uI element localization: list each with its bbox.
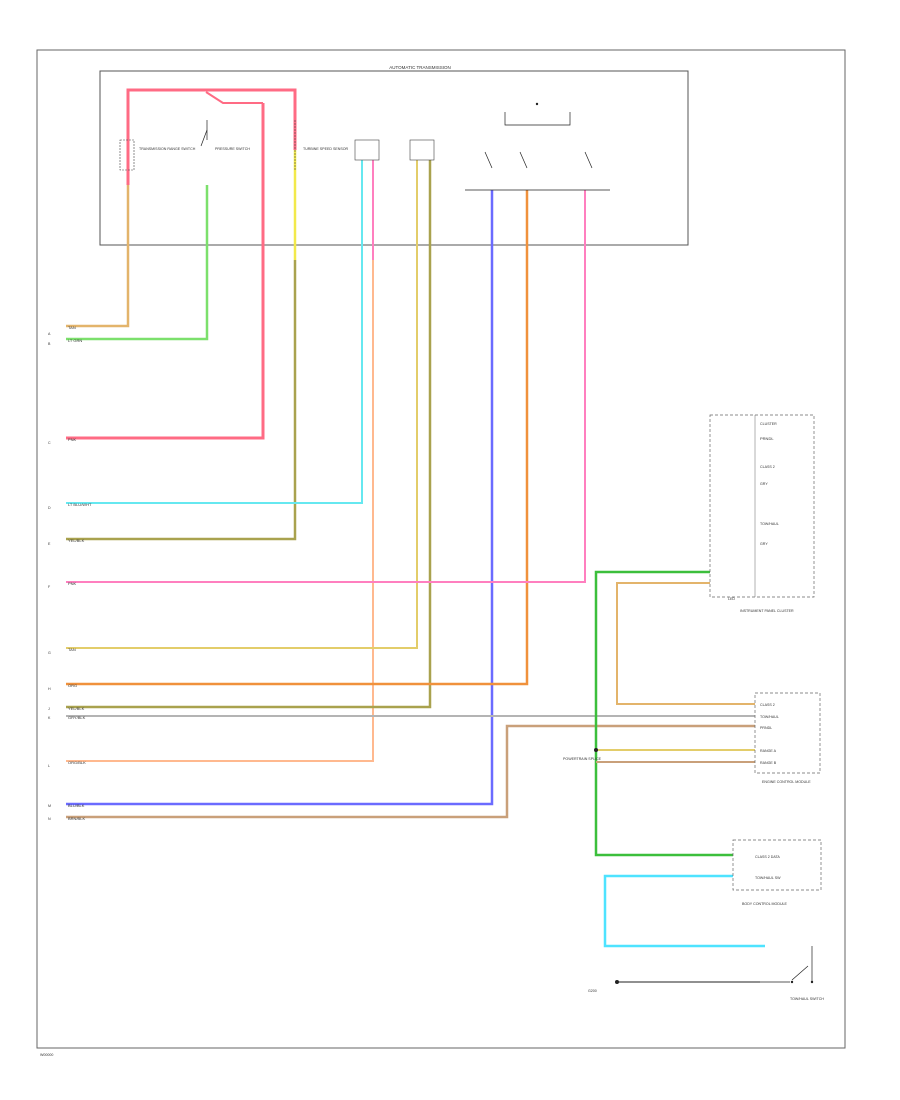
wire-label-yel-blk: YEL/BLK bbox=[68, 706, 85, 711]
svg-text:K: K bbox=[48, 716, 51, 720]
wire-label-tan: TAN bbox=[68, 325, 76, 330]
svg-text:RANGE A: RANGE A bbox=[760, 749, 777, 753]
svg-text:N: N bbox=[48, 817, 51, 821]
bcm-label: BODY CONTROL MODULE bbox=[742, 902, 788, 906]
svg-text:A: A bbox=[48, 332, 51, 336]
speed-sensor: TURBINE SPEED SENSOR bbox=[294, 120, 349, 170]
pressure-switch-label: PRESSURE SWITCH bbox=[215, 147, 250, 151]
mode-switch-assembly bbox=[465, 102, 610, 191]
svg-text:C: C bbox=[48, 441, 51, 445]
solenoid-pair-1 bbox=[354, 139, 380, 161]
svg-text:CLASS 2 DATA: CLASS 2 DATA bbox=[755, 855, 780, 859]
svg-text:CLASS 2: CLASS 2 bbox=[760, 703, 775, 707]
svg-text:D: D bbox=[48, 506, 51, 510]
wire-label-orange: ORG bbox=[68, 683, 77, 688]
svg-text:PRNDL: PRNDL bbox=[760, 436, 774, 441]
wire-label-gray: GRY/BLK bbox=[68, 715, 86, 720]
wire-label-pink-red: PNK bbox=[68, 437, 77, 442]
wire-blue bbox=[66, 190, 494, 806]
svg-text:B: B bbox=[48, 342, 51, 346]
svg-text:GRY: GRY bbox=[760, 542, 768, 546]
svg-text:PRNDL: PRNDL bbox=[760, 726, 772, 730]
footer-code: W00000 bbox=[40, 1053, 53, 1057]
svg-text:E: E bbox=[48, 542, 51, 546]
wire-label-lt-blu: LT BLU/WHT bbox=[68, 502, 92, 507]
solenoid-pair-2 bbox=[409, 139, 435, 161]
svg-text:H: H bbox=[48, 687, 51, 691]
svg-text:M: M bbox=[48, 804, 51, 808]
diagram-title: AUTOMATIC TRANSMISSION bbox=[389, 65, 451, 70]
wire-label-blue: BLU/BLK bbox=[68, 803, 85, 808]
svg-text:G: G bbox=[48, 651, 51, 655]
svg-text:GRY: GRY bbox=[760, 482, 768, 486]
svg-text:TOW/HAUL: TOW/HAUL bbox=[760, 715, 779, 719]
svg-text:CLASS 2: CLASS 2 bbox=[760, 465, 775, 469]
wire-yel-blk bbox=[66, 160, 432, 709]
wire-label-olive: YEL/BLK bbox=[68, 538, 85, 543]
speed-sensor-label: TURBINE SPEED SENSOR bbox=[303, 147, 349, 151]
left-pin-letters: A B C D E F G H J K L M N bbox=[48, 332, 51, 821]
wire-lt-blu bbox=[66, 160, 363, 504]
wire-tan-ipc bbox=[616, 582, 755, 705]
wire-brown bbox=[66, 724, 755, 819]
svg-text:CLUSTER: CLUSTER bbox=[760, 422, 777, 426]
svg-text:LED: LED bbox=[728, 597, 735, 601]
wire-tan-yel bbox=[66, 160, 418, 649]
wire-orange bbox=[66, 190, 529, 686]
body-control-module: CLASS 2 DATA TOW/HAUL SW BODY CONTROL MO… bbox=[732, 839, 822, 906]
ground-point: G200 bbox=[588, 980, 619, 993]
wire-tan bbox=[66, 185, 130, 328]
tow-haul-switch: TOW/HAUL SWITCH bbox=[760, 946, 824, 1001]
svg-text:TOW/HAUL: TOW/HAUL bbox=[760, 522, 779, 526]
wire-label-peach: ORG/BLK bbox=[68, 760, 86, 765]
wire-ecm-inputs bbox=[596, 749, 755, 763]
ipc-label: INSTRUMENT PANEL CLUSTER bbox=[740, 609, 794, 613]
shift-switch-label: TOW/HAUL SWITCH bbox=[790, 997, 824, 1001]
splice-label: POWERTRAIN SPLICE bbox=[563, 757, 602, 761]
svg-text:J: J bbox=[48, 707, 50, 711]
ecm-label: ENGINE CONTROL MODULE bbox=[762, 780, 811, 784]
wire-label-brown: BRN/BLK bbox=[68, 816, 85, 821]
engine-control-module: CLASS 2 TOW/HAUL PRNDL RANGE A RANGE B E… bbox=[754, 692, 821, 784]
range-switch: TRANSMISSION RANGE SWITCH bbox=[119, 139, 196, 171]
svg-text:L: L bbox=[48, 764, 50, 768]
wire-lt-grn bbox=[66, 185, 209, 341]
pressure-switch: PRESSURE SWITCH bbox=[200, 120, 250, 151]
powertrain-splice: POWERTRAIN SPLICE bbox=[563, 748, 602, 761]
page-frame bbox=[36, 49, 846, 1049]
transmission-box bbox=[99, 70, 689, 246]
wire-green bbox=[594, 570, 733, 857]
instrument-panel-cluster: CLUSTER PRNDL CLASS 2 GRY TOW/HAUL GRY L… bbox=[709, 414, 815, 613]
wire-label-lt-grn: LT GRN bbox=[68, 338, 82, 343]
wire-cyan bbox=[603, 874, 765, 948]
wire-label-tan-yel: TAN bbox=[68, 647, 76, 652]
wire-peach bbox=[66, 160, 374, 762]
svg-text:TOW/HAUL SW: TOW/HAUL SW bbox=[755, 876, 781, 880]
ground-label: G200 bbox=[588, 989, 597, 993]
svg-text:RANGE B: RANGE B bbox=[760, 761, 777, 765]
wire-pink bbox=[66, 190, 586, 583]
range-switch-label: TRANSMISSION RANGE SWITCH bbox=[139, 147, 196, 151]
wire-label-pink: PNK bbox=[68, 581, 77, 586]
svg-text:F: F bbox=[48, 585, 51, 589]
